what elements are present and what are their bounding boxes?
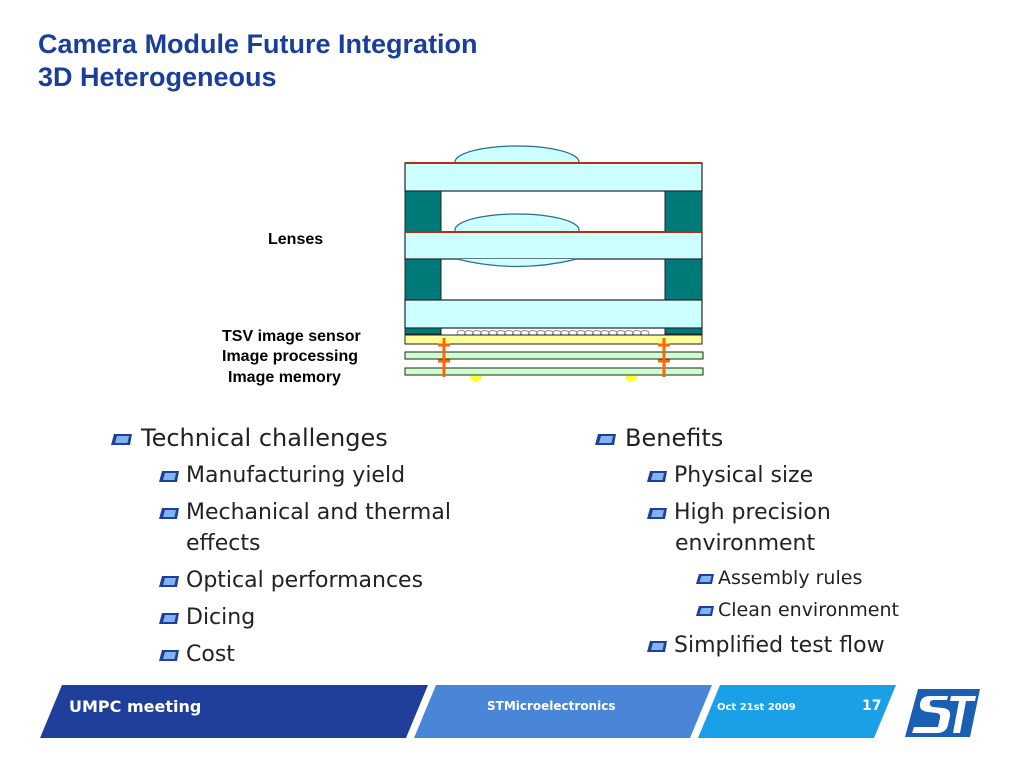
image-processing-layer	[404, 351, 704, 360]
footer-segment-company	[414, 685, 712, 738]
lens-middle-lower	[456, 258, 578, 268]
bullet-icon	[159, 650, 179, 661]
bullet-icon	[111, 434, 132, 445]
footer-meeting: UMPC meeting	[69, 697, 202, 716]
bullet-icon	[595, 434, 616, 445]
list-item: Manufacturing yield	[158, 460, 405, 491]
spacer-right-1	[664, 190, 703, 233]
bullet-icon	[159, 471, 179, 482]
title-line-1: Camera Module Future Integration	[38, 29, 478, 59]
tsv-image-sensor-layer	[404, 334, 703, 345]
tsv-via-left	[438, 338, 450, 377]
label-tsv-image-sensor: TSV image sensor	[222, 328, 361, 345]
list-item-continuation: effects	[186, 531, 261, 556]
label-image-processing: Image processing	[222, 348, 359, 365]
list-item: Physical size	[646, 460, 813, 491]
bullet-icon	[647, 641, 667, 652]
footer-page-number: 17	[862, 698, 882, 714]
spacer-left-3	[404, 327, 442, 335]
bullet-icon	[159, 508, 179, 519]
spacer-left-1	[404, 190, 442, 233]
bullet-icon	[159, 613, 179, 624]
title-line-2: 3D Heterogeneous	[38, 62, 277, 92]
glass-plate-3	[404, 299, 703, 329]
solder-ball-right	[625, 376, 637, 382]
list-subitem: Clean environment	[695, 598, 899, 622]
list-heading-technical-challenges: Technical challenges	[110, 423, 388, 453]
glass-plate-2	[404, 231, 703, 260]
list-item: Optical performances	[158, 565, 423, 596]
bullet-icon	[647, 471, 667, 482]
solder-ball-left	[470, 376, 482, 382]
camera-module-diagram	[404, 145, 704, 382]
footer-segment-date	[698, 685, 896, 738]
bullet-icon	[696, 606, 714, 616]
slide-title: Camera Module Future Integration 3D Hete…	[38, 28, 478, 94]
footer-bar	[40, 684, 985, 742]
bullet-icon	[696, 574, 714, 584]
list-subitem: Assembly rules	[695, 566, 862, 590]
list-heading-benefits: Benefits	[594, 423, 723, 453]
tsv-via-right	[658, 338, 670, 377]
list-item: Mechanical and thermal	[158, 497, 451, 528]
list-item: High precision	[646, 497, 831, 528]
footer-company: STMicroelectronics	[487, 699, 616, 713]
bullet-icon	[159, 576, 179, 587]
spacer-left-2	[404, 258, 442, 301]
image-memory-layer	[404, 367, 704, 376]
spacer-right-2	[664, 258, 703, 301]
bullet-icon	[647, 508, 667, 519]
st-logo	[898, 684, 985, 742]
glass-plate-1	[404, 162, 703, 192]
label-lenses: Lenses	[268, 231, 324, 248]
footer-date: Oct 21st 2009	[717, 702, 796, 713]
footer-segment-meeting	[40, 685, 428, 738]
list-item: Cost	[158, 639, 235, 670]
list-item: Dicing	[158, 602, 255, 633]
label-image-memory: Image memory	[228, 369, 341, 386]
spacer-right-3	[664, 327, 703, 335]
list-item: Simplified test flow	[646, 630, 885, 661]
list-item-continuation: environment	[675, 531, 816, 556]
